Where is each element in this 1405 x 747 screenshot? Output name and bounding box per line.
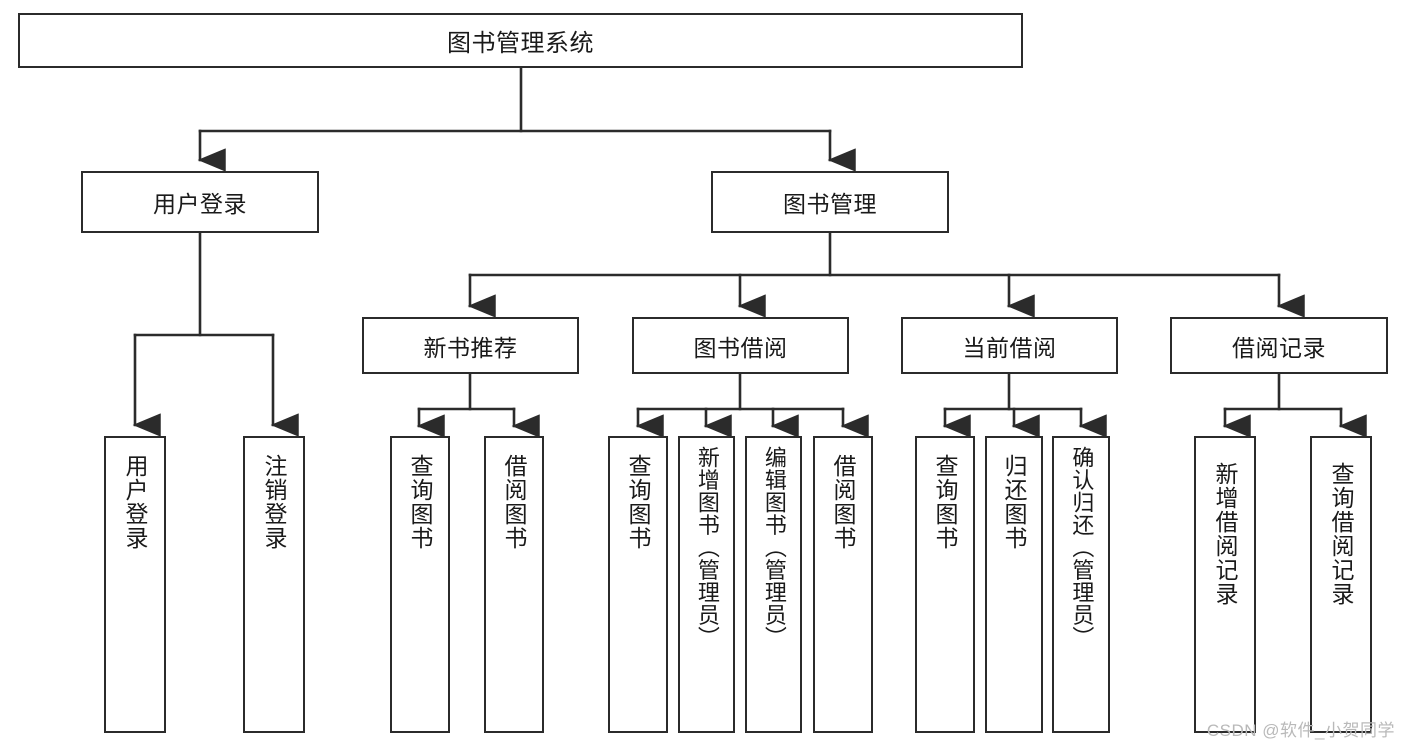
leaf-add-book-admin-label: 新增图书（管理员）	[694, 446, 720, 649]
node-book-management-label: 图书管理	[783, 191, 877, 217]
leaf-add-borrow-record[interactable]: 新增借阅记录	[1194, 436, 1256, 733]
node-borrow-records[interactable]: 借阅记录	[1170, 317, 1388, 374]
leaf-query-book-borrow[interactable]: 查询图书	[608, 436, 668, 733]
node-root-label: 图书管理系统	[447, 30, 594, 57]
leaf-confirm-return-admin[interactable]: 确认归还（管理员）	[1052, 436, 1110, 733]
leaf-query-borrow-record-label: 查询借阅记录	[1328, 462, 1355, 606]
leaf-user-login-label: 用户登录	[122, 454, 149, 550]
leaf-return-book[interactable]: 归还图书	[985, 436, 1043, 733]
node-user-login-label: 用户登录	[153, 191, 247, 217]
leaf-borrow-book-recommend-label: 借阅图书	[501, 454, 528, 550]
node-current-borrow[interactable]: 当前借阅	[901, 317, 1118, 374]
leaf-user-logout[interactable]: 注销登录	[243, 436, 305, 733]
node-book-management[interactable]: 图书管理	[711, 171, 949, 233]
leaf-query-borrow-record[interactable]: 查询借阅记录	[1310, 436, 1372, 733]
node-new-book-recommend-label: 新书推荐	[423, 334, 518, 361]
leaf-query-book-recommend-label: 查询图书	[407, 454, 434, 550]
leaf-return-book-label: 归还图书	[1001, 454, 1028, 550]
node-borrow-records-label: 借阅记录	[1232, 334, 1326, 361]
leaf-query-book-current-label: 查询图书	[932, 454, 959, 550]
leaf-query-book-current[interactable]: 查询图书	[915, 436, 975, 733]
leaf-borrow-book-recommend[interactable]: 借阅图书	[484, 436, 544, 733]
leaf-edit-book-admin-label: 编辑图书（管理员）	[761, 446, 787, 649]
leaf-borrow-book-label: 借阅图书	[830, 454, 857, 550]
node-user-login[interactable]: 用户登录	[81, 171, 319, 233]
node-root[interactable]: 图书管理系统	[18, 13, 1023, 68]
leaf-query-book-recommend[interactable]: 查询图书	[390, 436, 450, 733]
leaf-query-book-borrow-label: 查询图书	[625, 454, 652, 550]
leaf-edit-book-admin[interactable]: 编辑图书（管理员）	[745, 436, 802, 733]
leaf-user-logout-label: 注销登录	[261, 454, 288, 550]
leaf-borrow-book[interactable]: 借阅图书	[813, 436, 873, 733]
leaf-add-borrow-record-label: 新增借阅记录	[1212, 462, 1239, 606]
node-current-borrow-label: 当前借阅	[962, 334, 1057, 361]
node-new-book-recommend[interactable]: 新书推荐	[362, 317, 579, 374]
leaf-add-book-admin[interactable]: 新增图书（管理员）	[678, 436, 735, 733]
node-book-borrow[interactable]: 图书借阅	[632, 317, 849, 374]
leaf-confirm-return-admin-label: 确认归还（管理员）	[1069, 446, 1095, 649]
leaf-user-login[interactable]: 用户登录	[104, 436, 166, 733]
node-book-borrow-label: 图书借阅	[693, 334, 788, 361]
